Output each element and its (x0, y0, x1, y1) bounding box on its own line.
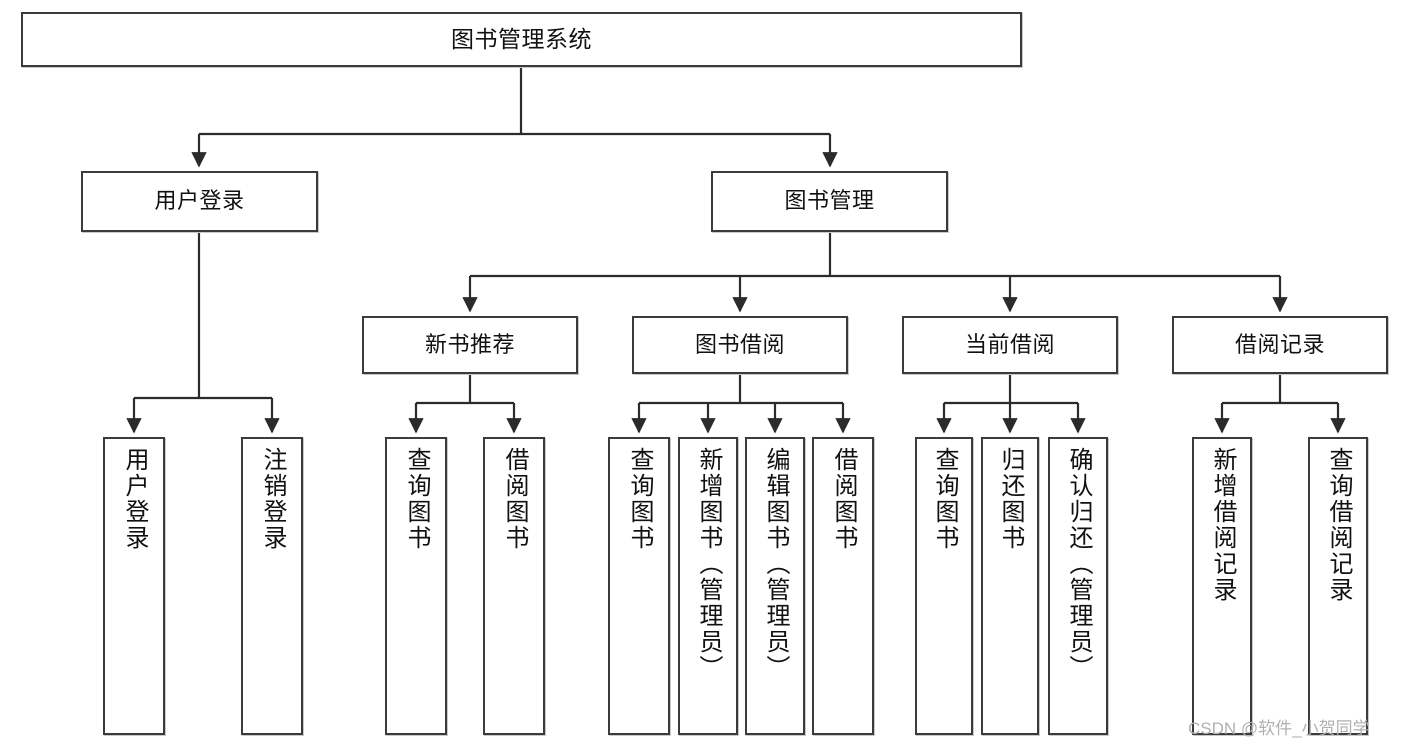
node-current-borrow[interactable]: 当前借阅 (902, 316, 1118, 374)
node-leaf-confirm-return-admin[interactable]: 确认归还（管理员） (1048, 437, 1108, 735)
node-current-borrow-label: 当前借阅 (964, 331, 1055, 357)
node-leaf-add-borrow-record[interactable]: 新增借阅记录 (1192, 437, 1252, 735)
node-leaf-query-book-1-label: 查询图书 (403, 447, 430, 551)
node-leaf-query-book-3[interactable]: 查询图书 (915, 437, 973, 735)
node-leaf-user-login[interactable]: 用户登录 (103, 437, 165, 735)
node-leaf-user-login-label: 用户登录 (121, 447, 148, 551)
node-leaf-user-logout-label: 注销登录 (259, 447, 286, 551)
node-leaf-borrow-book-1[interactable]: 借阅图书 (483, 437, 545, 735)
node-leaf-query-borrow-record[interactable]: 查询借阅记录 (1308, 437, 1368, 735)
node-leaf-add-book-admin-label: 新增图书（管理员） (695, 447, 722, 681)
node-book-borrow-label: 图书借阅 (694, 331, 785, 357)
node-leaf-borrow-book-2[interactable]: 借阅图书 (812, 437, 874, 735)
node-leaf-query-book-2-label: 查询图书 (626, 447, 653, 551)
node-leaf-query-borrow-record-label: 查询借阅记录 (1325, 447, 1352, 603)
csdn-watermark: CSDN @软件_小贺同学 (1188, 719, 1370, 738)
node-new-book-recommend[interactable]: 新书推荐 (362, 316, 578, 374)
node-book-manage[interactable]: 图书管理 (711, 171, 948, 232)
node-root[interactable]: 图书管理系统 (21, 12, 1022, 67)
node-borrow-record[interactable]: 借阅记录 (1172, 316, 1388, 374)
node-leaf-add-borrow-record-label: 新增借阅记录 (1209, 447, 1236, 603)
node-leaf-query-book-3-label: 查询图书 (931, 447, 958, 551)
node-leaf-edit-book-admin-label: 编辑图书（管理员） (762, 447, 789, 681)
node-leaf-borrow-book-2-label: 借阅图书 (830, 447, 857, 551)
node-leaf-confirm-return-admin-label: 确认归还（管理员） (1065, 447, 1092, 681)
node-leaf-query-book-1[interactable]: 查询图书 (385, 437, 447, 735)
node-user-login-label: 用户登录 (154, 188, 245, 214)
node-root-label: 图书管理系统 (451, 25, 592, 52)
node-leaf-edit-book-admin[interactable]: 编辑图书（管理员） (745, 437, 805, 735)
node-leaf-borrow-book-1-label: 借阅图书 (501, 447, 528, 551)
node-leaf-add-book-admin[interactable]: 新增图书（管理员） (678, 437, 738, 735)
node-user-login[interactable]: 用户登录 (81, 171, 318, 232)
node-book-manage-label: 图书管理 (784, 188, 875, 214)
node-leaf-return-book[interactable]: 归还图书 (981, 437, 1039, 735)
node-leaf-query-book-2[interactable]: 查询图书 (608, 437, 670, 735)
node-leaf-return-book-label: 归还图书 (997, 447, 1024, 551)
node-borrow-record-label: 借阅记录 (1234, 331, 1325, 357)
node-new-book-recommend-label: 新书推荐 (424, 331, 515, 357)
node-book-borrow[interactable]: 图书借阅 (632, 316, 848, 374)
node-leaf-user-logout[interactable]: 注销登录 (241, 437, 303, 735)
